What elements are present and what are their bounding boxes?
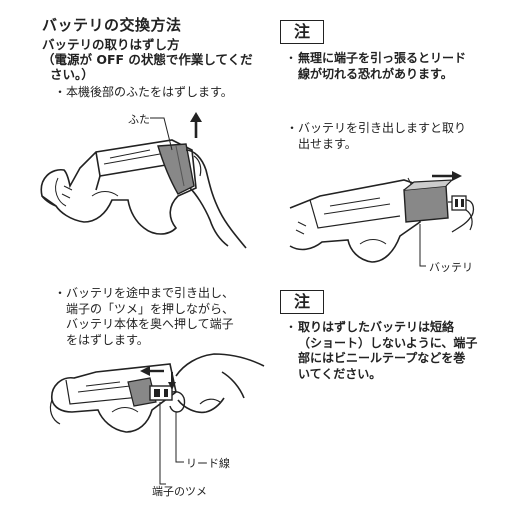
- step-pull-out-battery: ・ バッテリを引き出しますと取り 出せます。: [286, 121, 467, 151]
- label-lead-wire: リード線: [186, 457, 230, 470]
- label-lid: ふた: [128, 113, 150, 126]
- subnote-line-2: さい。）: [50, 67, 94, 82]
- note-title-1: 注: [280, 20, 324, 44]
- label-battery: バッテリ: [429, 261, 473, 274]
- note-title-2: 注: [280, 290, 324, 314]
- section-title: バッテリの交換方法: [42, 16, 182, 34]
- label-terminal-claw: 端子のツメ: [152, 485, 207, 498]
- subsection-title: バッテリの取りはずし方: [42, 37, 180, 52]
- step-remove-lid: ・ 本機後部のふたをはずします。: [54, 85, 233, 99]
- note-short-circuit-warning: ・ 取りはずしたバッテリは短絡 （ショート）しないように、端子 部にはビニールテ…: [285, 320, 478, 381]
- step-disconnect-terminal: ・ バッテリを途中まで引き出し、 端子の「ツメ」を押しながら、 バッテリ本体を奥…: [54, 286, 235, 347]
- subnote-line-1: （電源が OFF の状態で作業してくだ: [42, 52, 253, 67]
- note-wire-warning: ・ 無理に端子を引っ張るとリード 線が切れる恐れがあります。: [285, 51, 467, 81]
